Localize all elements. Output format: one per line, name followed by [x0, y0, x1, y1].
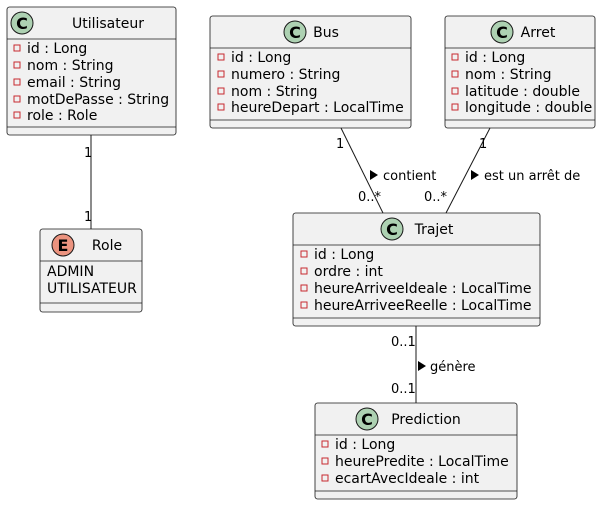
association-line	[445, 127, 491, 214]
multiplicity-label: 1	[84, 146, 92, 161]
class-badge-icon	[380, 217, 404, 241]
private-visibility-icon	[451, 103, 459, 111]
attribute: longitude : double	[465, 100, 592, 116]
attribute: heurePredite : LocalTime	[335, 454, 509, 470]
private-visibility-icon	[300, 267, 308, 275]
relation-utilisateur-role: 1 1	[84, 135, 92, 229]
attribute: id : Long	[231, 50, 291, 66]
relation-bus-trajet: 1 0..* contient	[336, 127, 436, 214]
attribute: id : Long	[314, 247, 374, 263]
attribute: nom : String	[231, 84, 317, 100]
class-badge-letter: C	[16, 14, 28, 33]
attribute: id : Long	[27, 41, 87, 57]
private-visibility-icon	[321, 457, 329, 465]
attribute: id : Long	[335, 437, 395, 453]
enum-badge-letter: E	[58, 236, 69, 255]
private-visibility-icon	[13, 111, 21, 119]
class-badge-letter: C	[496, 23, 508, 42]
private-visibility-icon	[217, 103, 225, 111]
class-name: Prediction	[391, 412, 461, 428]
private-visibility-icon	[451, 70, 459, 78]
class-name: Trajet	[414, 222, 454, 238]
class-box	[444, 15, 596, 129]
attribute: role : Role	[27, 108, 97, 124]
attribute: nom : String	[465, 67, 551, 83]
class-trajet: C Trajet id : Long ordre : int heureArri…	[292, 212, 541, 327]
class-arret: C Arret id : Long nom : String latitude …	[444, 15, 596, 129]
class-name: Role	[92, 238, 122, 254]
multiplicity-label: 0..*	[424, 190, 448, 205]
multiplicity-label: 0..1	[391, 382, 416, 397]
private-visibility-icon	[300, 284, 308, 292]
attribute: heureDepart : LocalTime	[231, 100, 404, 116]
private-visibility-icon	[300, 250, 308, 258]
private-visibility-icon	[321, 440, 329, 448]
private-visibility-icon	[300, 301, 308, 309]
attribute: motDePasse : String	[27, 92, 169, 108]
attribute: email : String	[27, 75, 121, 91]
attribute: id : Long	[465, 50, 525, 66]
enum-value: ADMIN	[47, 264, 94, 280]
attribute: heureArriveeReelle : LocalTime	[314, 298, 532, 314]
class-badge-letter: C	[361, 410, 373, 429]
multiplicity-label: 1	[479, 137, 487, 152]
enum-badge-icon	[51, 233, 75, 257]
attribute: heureArriveeIdeale : LocalTime	[314, 281, 532, 297]
private-visibility-icon	[13, 61, 21, 69]
private-visibility-icon	[321, 474, 329, 482]
attribute: ecartAvecIdeale : int	[335, 471, 480, 487]
enum-role: E Role ADMIN UTILISATEUR	[39, 228, 143, 313]
private-visibility-icon	[451, 53, 459, 61]
private-visibility-icon	[13, 95, 21, 103]
class-badge-letter: C	[386, 220, 398, 239]
class-badge-icon	[355, 407, 379, 431]
multiplicity-label: 1	[84, 210, 92, 225]
private-visibility-icon	[217, 53, 225, 61]
class-name: Bus	[313, 25, 339, 41]
association-line	[340, 127, 384, 214]
direction-arrow-icon	[370, 170, 378, 180]
multiplicity-label: 0..*	[358, 190, 382, 205]
direction-arrow-icon	[418, 361, 426, 371]
private-visibility-icon	[13, 78, 21, 86]
class-prediction: C Prediction id : Long heurePredite : Lo…	[314, 402, 518, 500]
attribute: numero : String	[231, 67, 340, 83]
private-visibility-icon	[451, 87, 459, 95]
relation-trajet-prediction: 0..1 0..1 génère	[391, 326, 476, 403]
relation-label: génère	[430, 360, 476, 375]
class-bus: C Bus id : Long numero : String nom : St…	[209, 15, 412, 129]
relation-label: contient	[383, 169, 436, 184]
class-name: Arret	[521, 25, 556, 41]
relation-label: est un arrêt de	[484, 169, 580, 184]
private-visibility-icon	[13, 44, 21, 52]
private-visibility-icon	[217, 70, 225, 78]
attribute: latitude : double	[465, 84, 580, 100]
multiplicity-label: 1	[336, 137, 344, 152]
enum-value: UTILISATEUR	[47, 281, 137, 297]
attribute: ordre : int	[314, 264, 383, 280]
direction-arrow-icon	[471, 170, 479, 180]
class-badge-letter: C	[289, 23, 301, 42]
private-visibility-icon	[217, 87, 225, 95]
class-badge-icon	[490, 20, 514, 44]
class-box	[209, 15, 412, 129]
attribute: nom : String	[27, 58, 113, 74]
relation-arret-trajet: 1 0..* est un arrêt de	[424, 127, 580, 214]
class-name: Utilisateur	[72, 16, 144, 32]
multiplicity-label: 0..1	[391, 335, 416, 350]
class-utilisateur: C Utilisateur id : Long nom : String ema…	[6, 6, 177, 136]
class-badge-icon	[10, 11, 34, 35]
class-badge-icon	[283, 20, 307, 44]
